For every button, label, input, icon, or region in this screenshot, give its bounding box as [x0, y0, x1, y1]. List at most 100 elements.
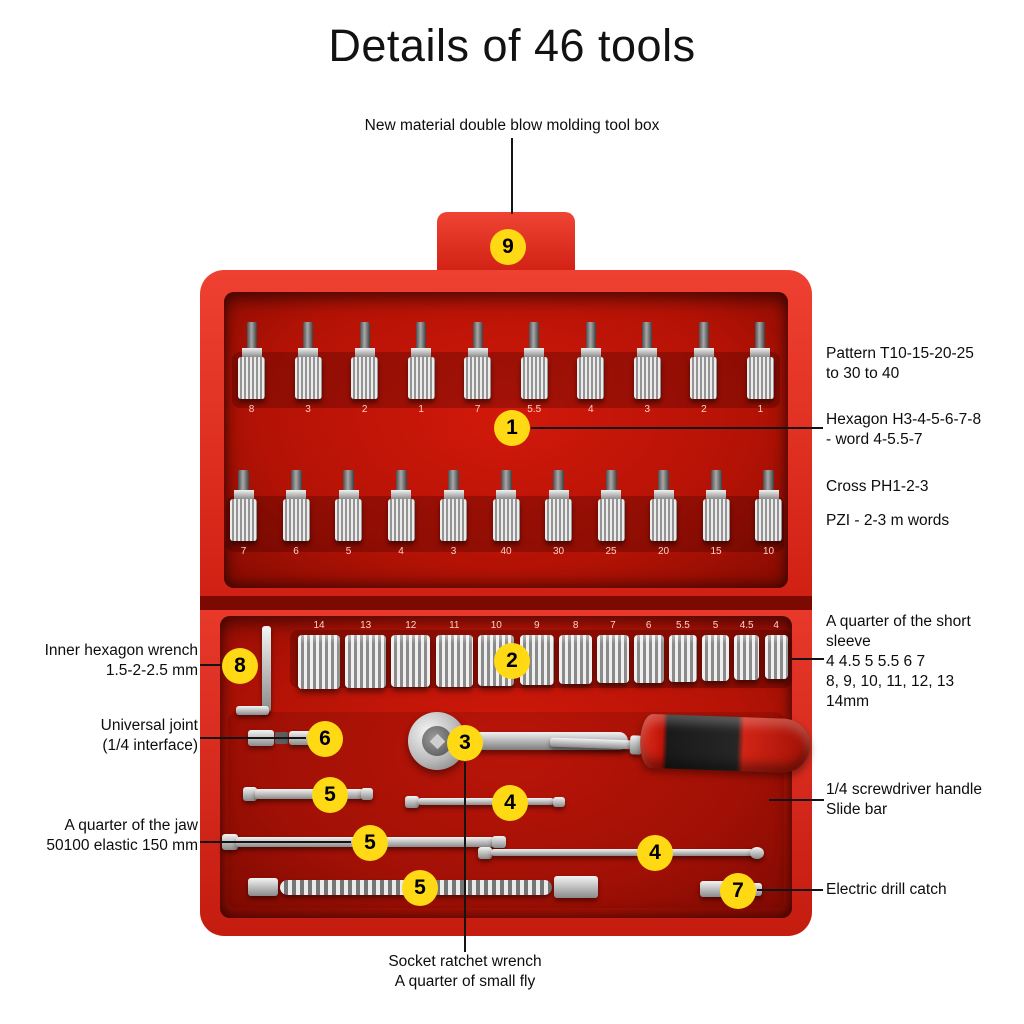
- bit-size-label: 1: [757, 404, 764, 415]
- bit-size-label: 4: [398, 546, 404, 557]
- bit-holder: [520, 357, 548, 399]
- bit-tip: [755, 322, 766, 348]
- bit-tip: [472, 322, 483, 348]
- callout-drill-catch: Electric drill catch: [826, 881, 947, 898]
- bit-holder: [755, 499, 782, 541]
- bit-item: 40: [492, 470, 520, 557]
- bit-item: 5: [335, 470, 362, 557]
- bit-collar: [241, 348, 262, 357]
- bit-collar: [524, 348, 545, 357]
- socket-item: 4.5: [734, 620, 760, 681]
- callout-line-sleeve: [792, 658, 824, 660]
- bit-size-label: 5.5: [527, 404, 542, 415]
- bit-tip: [246, 322, 257, 348]
- bit-tip: [529, 322, 540, 348]
- bit-holder: [230, 499, 257, 541]
- extension-drive-end: [492, 836, 506, 848]
- bit-size-label: 2: [701, 404, 707, 415]
- socket-item: 5: [702, 620, 729, 681]
- bit-item: 2: [351, 322, 379, 415]
- bit-holder: [282, 499, 310, 541]
- callout-screwdriver-line2: Slide bar: [826, 801, 888, 818]
- slide-bar-hex-end: [405, 796, 419, 808]
- socket-item: 7: [597, 620, 629, 684]
- slide-bar-hex-end: [478, 847, 492, 859]
- bit-size-label: 1: [418, 404, 424, 415]
- socket-size-label: 14: [313, 620, 325, 631]
- bit-tip: [763, 470, 774, 490]
- bit-collar: [467, 348, 488, 357]
- callout-line-universal: [200, 737, 306, 739]
- bit-collar: [338, 490, 359, 499]
- callout-pattern-line1: Pattern T10-15-20-25: [826, 345, 974, 362]
- bit-holder: [492, 499, 520, 541]
- bit-tip: [710, 470, 722, 490]
- socket-size-label: 4.5: [739, 620, 754, 631]
- ratchet-head: [408, 712, 466, 770]
- bit-size-label: 15: [710, 546, 722, 557]
- socket-item: 6: [633, 620, 664, 683]
- bit-collar: [354, 348, 375, 357]
- bit-size-label: 6: [293, 546, 299, 557]
- bit-size-label: 20: [657, 546, 670, 557]
- bit-holder: [702, 499, 730, 541]
- socket-size-label: 4: [773, 620, 779, 631]
- bit-holder: [545, 499, 572, 541]
- bit-size-label: 7: [240, 546, 247, 557]
- bit-holder: [597, 499, 625, 541]
- bit-holder: [351, 357, 379, 399]
- bit-item: 15: [702, 470, 730, 557]
- socket-item: 5.5: [668, 620, 697, 682]
- bit-size-label: 5: [345, 546, 352, 557]
- bit-item: 3: [633, 322, 661, 415]
- callout-hex-wrench-line1: Inner hexagon wrench: [44, 642, 198, 659]
- socket-size-label: 13: [360, 620, 372, 631]
- socket: [764, 635, 788, 680]
- bit-collar: [750, 348, 771, 357]
- flexible-shaft: [248, 872, 598, 902]
- bit-item: 20: [650, 470, 677, 557]
- bit-collar: [653, 490, 674, 499]
- callout-ratchet-line2: A quarter of small fly: [394, 973, 536, 990]
- bit-item: 3: [440, 470, 467, 557]
- screwdriver-shaft: [549, 737, 633, 750]
- callout-ratchet: Socket ratchet wrench A quarter of small…: [320, 952, 610, 992]
- bit-row-bottom: 7 6 5 4 3 40 30 25 20 15 10: [230, 470, 782, 557]
- callout-jaw-line1: A quarter of the jaw: [64, 817, 198, 834]
- badge-ratchet: 3: [447, 725, 483, 761]
- socket-item: 13: [345, 620, 386, 689]
- bit-tip: [290, 470, 302, 490]
- slide-bar-long: [478, 846, 766, 860]
- bit-tip: [605, 470, 617, 490]
- bit-collar: [580, 348, 601, 357]
- bit-collar: [411, 348, 432, 357]
- bit-holder: [650, 499, 677, 541]
- socket-size-label: 6: [645, 620, 652, 631]
- bit-item: 1: [746, 322, 774, 415]
- callout-pattern-line2: to 30 to 40: [826, 365, 900, 382]
- callout-hex-wrench-line2: 1.5-2-2.5 mm: [105, 662, 198, 679]
- bit-item: 3: [294, 322, 322, 415]
- bit-collar: [298, 348, 319, 357]
- socket-size-label: 7: [610, 620, 616, 631]
- hex-key-shaft: [262, 626, 271, 712]
- bit-collar: [693, 348, 714, 357]
- socket-size-label: 12: [405, 620, 417, 631]
- bit-size-label: 25: [605, 546, 617, 557]
- bit-collar: [548, 490, 569, 499]
- socket: [391, 635, 431, 688]
- socket-size-label: 5: [712, 620, 719, 631]
- callout-line-hex-wrench: [200, 664, 221, 666]
- bit-size-label: 10: [762, 546, 775, 557]
- bit-collar: [391, 490, 411, 499]
- bit-holder: [335, 499, 362, 541]
- screwdriver-grip: [639, 713, 812, 774]
- callout-sleeve-line1: A quarter of the short: [826, 613, 971, 630]
- bit-item: 30: [545, 470, 572, 557]
- bit-size-label: 3: [644, 404, 651, 415]
- bit-size-label: 8: [248, 404, 255, 415]
- socket-size-label: 5.5: [675, 620, 690, 631]
- callout-sleeve-line3: 4 4.5 5 5.5 6 7: [826, 653, 926, 670]
